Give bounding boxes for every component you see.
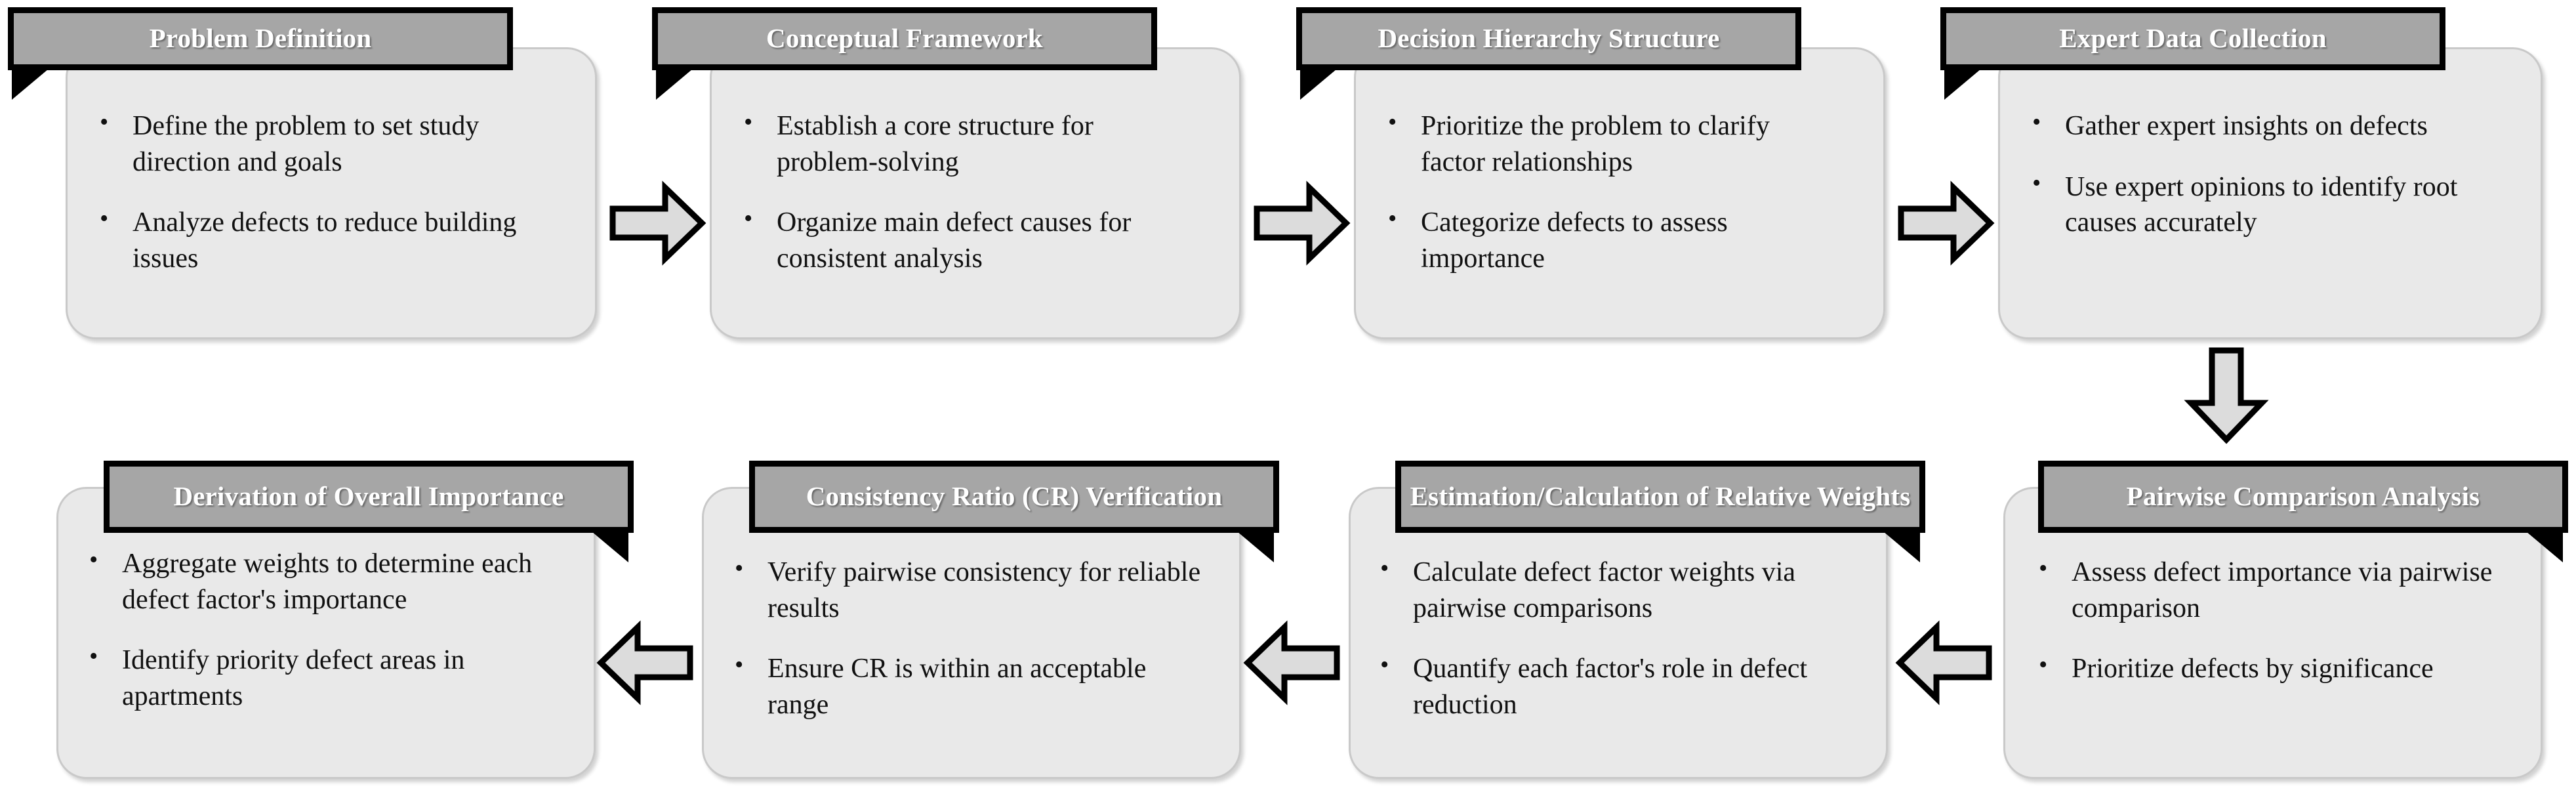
step-header-derivation-of-overall-importance: Derivation of Overall Importance	[104, 461, 634, 533]
step-header-tail-expert-data-collection	[1944, 66, 1985, 100]
list-item: Calculate defect factor weights via pair…	[1372, 553, 1851, 626]
step-header-tail-estimation-calculation-of-relative-weights	[1879, 528, 1920, 562]
step-header-consistency-ratio-cr-verification: Consistency Ratio (CR) Verification	[749, 461, 1279, 533]
list-item: Use expert opinions to identify root cau…	[2024, 167, 2497, 241]
step-bullets-decision-hierarchy-structure: Prioritize the problem to clarify factor…	[1380, 106, 1833, 276]
list-item: Prioritize defects by significance	[2031, 649, 2503, 687]
list-item: Organize main defect causes for consiste…	[736, 203, 1189, 276]
step-bullets-consistency-ratio-cr-verification: Verify pairwise consistency for reliable…	[727, 553, 1206, 723]
connector-arrow-left-7	[596, 620, 694, 705]
step-header-tail-problem-definition	[12, 66, 52, 100]
connector-arrow-right-1	[609, 180, 706, 266]
step-body-derivation-of-overall-importance	[56, 487, 596, 779]
step-header-tail-decision-hierarchy-structure	[1300, 66, 1341, 100]
list-item: Ensure CR is within an acceptable range	[727, 649, 1206, 723]
step-title: Pairwise Comparison Analysis	[2126, 481, 2480, 512]
connector-arrow-left-6	[1243, 620, 1341, 705]
step-body-pairwise-comparison-analysis	[2003, 487, 2543, 779]
step-body-conceptual-framework	[710, 47, 1241, 339]
step-body-decision-hierarchy-structure	[1354, 47, 1885, 339]
step-header-decision-hierarchy-structure: Decision Hierarchy Structure	[1296, 7, 1801, 70]
step-title: Derivation of Overall Importance	[173, 481, 564, 512]
list-item: Assess defect importance via pairwise co…	[2031, 553, 2503, 626]
list-item: Identify priority defect areas in apartm…	[81, 640, 560, 714]
step-bullets-problem-definition: Define the problem to set study directio…	[92, 106, 544, 276]
list-item: Aggregate weights to determine each defe…	[81, 544, 560, 618]
step-bullets-estimation-calculation-of-relative-weights: Calculate defect factor weights via pair…	[1372, 553, 1851, 723]
step-header-tail-consistency-ratio-cr-verification	[1233, 528, 1274, 562]
step-title: Conceptual Framework	[766, 23, 1043, 54]
step-header-expert-data-collection: Expert Data Collection	[1940, 7, 2445, 70]
step-title: Expert Data Collection	[2059, 23, 2327, 54]
list-item: Gather expert insights on defects	[2024, 106, 2497, 144]
step-bullets-derivation-of-overall-importance: Aggregate weights to determine each defe…	[81, 544, 560, 714]
step-title: Estimation/Calculation of Relative Weigh…	[1410, 481, 1911, 512]
step-body-consistency-ratio-cr-verification	[702, 487, 1241, 779]
list-item: Prioritize the problem to clarify factor…	[1380, 106, 1833, 180]
list-item: Establish a core structure for problem-s…	[736, 106, 1189, 180]
connector-arrow-left-5	[1895, 620, 1993, 705]
list-item: Categorize defects to assess importance	[1380, 203, 1833, 276]
step-header-tail-conceptual-framework	[656, 66, 697, 100]
list-item: Verify pairwise consistency for reliable…	[727, 553, 1206, 626]
step-bullets-pairwise-comparison-analysis: Assess defect importance via pairwise co…	[2031, 553, 2503, 687]
step-header-estimation-calculation-of-relative-weights: Estimation/Calculation of Relative Weigh…	[1395, 461, 1925, 533]
step-title: Problem Definition	[149, 23, 372, 54]
connector-arrow-right-2	[1253, 180, 1351, 266]
connector-arrow-down-4	[2184, 346, 2269, 444]
step-bullets-expert-data-collection: Gather expert insights on defects Use ex…	[2024, 106, 2497, 241]
step-title: Decision Hierarchy Structure	[1378, 23, 1720, 54]
step-bullets-conceptual-framework: Establish a core structure for problem-s…	[736, 106, 1189, 276]
step-header-tail-pairwise-comparison-analysis	[2522, 528, 2563, 562]
step-body-problem-definition	[66, 47, 597, 339]
list-item: Analyze defects to reduce building issue…	[92, 203, 544, 276]
step-header-tail-derivation-of-overall-importance	[588, 528, 628, 562]
list-item: Define the problem to set study directio…	[92, 106, 544, 180]
step-header-conceptual-framework: Conceptual Framework	[652, 7, 1157, 70]
step-header-pairwise-comparison-analysis: Pairwise Comparison Analysis	[2038, 461, 2568, 533]
step-header-problem-definition: Problem Definition	[8, 7, 513, 70]
connector-arrow-right-3	[1897, 180, 1995, 266]
list-item: Quantify each factor's role in defect re…	[1372, 649, 1851, 723]
step-title: Consistency Ratio (CR) Verification	[806, 481, 1223, 512]
